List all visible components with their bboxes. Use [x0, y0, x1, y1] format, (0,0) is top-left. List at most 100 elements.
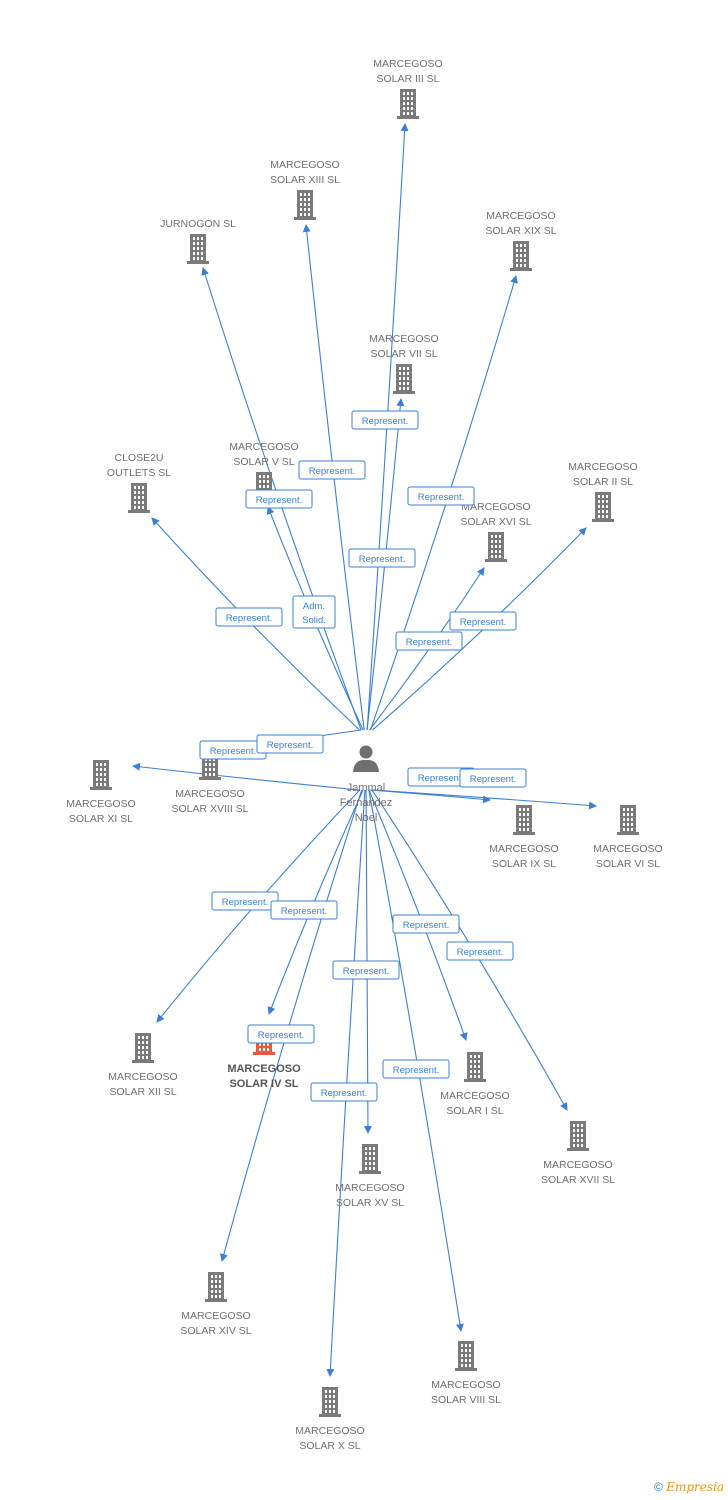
relation-label-text: Represent. — [362, 416, 408, 427]
building-icon[interactable] — [319, 1387, 341, 1417]
relation-label-text: Represent. — [470, 774, 516, 785]
company-name-line: SOLAR XVI SL — [460, 516, 531, 528]
relation-label-text: Represent. — [418, 492, 464, 503]
company-node-jurnogon[interactable]: JURNOGON SL — [160, 218, 236, 264]
company-name-line: JURNOGON SL — [160, 218, 236, 230]
relation-label-solar12[interactable]: Represent. — [211, 891, 279, 911]
company-name-line: MARCEGOSO — [335, 1182, 404, 1194]
company-name-line: MARCEGOSO — [373, 58, 442, 70]
company-name-line: MARCEGOSO — [227, 1063, 301, 1075]
company-name-line: SOLAR VII SL — [370, 348, 437, 360]
relation-label-solar7[interactable]: Represent. — [348, 548, 416, 568]
building-icon[interactable] — [592, 492, 614, 522]
relation-label-solar15[interactable]: Represent. — [332, 960, 400, 980]
relation-label-solar6[interactable]: Represent. — [459, 768, 527, 788]
building-icon[interactable] — [393, 364, 415, 394]
relation-label-solar1[interactable]: Represent. — [392, 914, 460, 934]
building-icon[interactable] — [513, 805, 535, 835]
relation-label-solar19[interactable]: Represent. — [407, 486, 475, 506]
relation-label-text: Represent. — [210, 746, 256, 757]
relation-label-solar2[interactable]: Represent. — [449, 611, 517, 631]
company-name-line: MARCEGOSO — [543, 1159, 612, 1171]
person-name-line: Fernandez — [340, 797, 393, 809]
building-icon[interactable] — [397, 89, 419, 119]
relation-label-solar5[interactable]: Adm.Solid. — [292, 595, 336, 629]
relation-label-solar8[interactable]: Represent. — [382, 1059, 450, 1079]
relation-label-solar13[interactable]: Represent. — [298, 460, 366, 480]
relation-label-solar4[interactable]: Represent. — [270, 900, 338, 920]
relation-label-text: Represent. — [309, 466, 355, 477]
company-name-line: SOLAR V SL — [233, 456, 294, 468]
company-name-line: SOLAR XIV SL — [180, 1325, 251, 1337]
relation-label-text: Represent. — [403, 920, 449, 931]
company-name-line: SOLAR II SL — [573, 476, 633, 488]
company-name-line: MARCEGOSO — [489, 843, 558, 855]
relation-label-close2u[interactable]: Represent. — [215, 607, 283, 627]
brand-logo[interactable]: Empresia — [666, 1480, 724, 1494]
relation-label-text: Represent. — [343, 966, 389, 977]
relation-label-text: Represent. — [393, 1065, 439, 1076]
relation-label-text: Solid. — [302, 615, 326, 626]
relation-label-text: Represent. — [226, 613, 272, 624]
company-node-solar8[interactable]: MARCEGOSO SOLAR VIII SL — [431, 1341, 501, 1406]
relation-label-solar16[interactable]: Represent. — [395, 631, 463, 651]
relation-label-text: Represent. — [267, 740, 313, 751]
building-icon[interactable] — [294, 190, 316, 220]
company-name-line: SOLAR XVIII SL — [171, 803, 248, 815]
company-name-line: MARCEGOSO — [431, 1379, 500, 1391]
building-icon[interactable] — [464, 1052, 486, 1082]
relation-label-solar14[interactable]: Represent. — [310, 1082, 378, 1102]
building-icon[interactable] — [128, 483, 150, 513]
building-icon[interactable] — [205, 1272, 227, 1302]
company-name-line: SOLAR IV SL — [229, 1078, 298, 1090]
company-name-line: SOLAR VI SL — [596, 858, 660, 870]
building-icon[interactable] — [510, 241, 532, 271]
relation-label-solar18[interactable]: Represent. — [256, 734, 324, 754]
building-icon[interactable] — [455, 1341, 477, 1371]
footer-brand: © Empresia — [654, 1480, 724, 1494]
relation-label-text: Represent. — [460, 617, 506, 628]
building-icon[interactable] — [132, 1033, 154, 1063]
company-name-line: SOLAR IX SL — [492, 858, 556, 870]
company-name-line: MARCEGOSO — [295, 1425, 364, 1437]
edge-labels-layer: Represent.Represent.Represent.Represent.… — [199, 410, 527, 1102]
copyright-symbol: © — [654, 1480, 663, 1494]
relation-label-text: Represent. — [222, 897, 268, 908]
relation-label-solar3[interactable]: Represent. — [351, 410, 419, 430]
building-icon[interactable] — [187, 234, 209, 264]
company-name-line: MARCEGOSO — [229, 441, 298, 453]
building-icon[interactable] — [485, 532, 507, 562]
company-node-solar9[interactable]: MARCEGOSO SOLAR IX SL — [489, 805, 559, 870]
relation-label-solar10[interactable]: Represent. — [247, 1024, 315, 1044]
relation-label-solar11[interactable]: Represent. — [199, 740, 267, 760]
relation-label-solar17[interactable]: Represent. — [446, 941, 514, 961]
building-icon[interactable] — [359, 1144, 381, 1174]
relation-label-jurnogon[interactable]: Represent. — [245, 489, 313, 509]
company-node-solar7[interactable]: MARCEGOSO SOLAR VII SL — [369, 333, 439, 394]
building-icon[interactable] — [617, 805, 639, 835]
relation-label-text: Represent. — [406, 637, 452, 648]
company-name-line: MARCEGOSO — [369, 333, 438, 345]
building-icon[interactable] — [567, 1121, 589, 1151]
company-name-line: SOLAR I SL — [446, 1105, 503, 1117]
building-icon[interactable] — [90, 760, 112, 790]
company-name-line: SOLAR VIII SL — [431, 1394, 501, 1406]
edge-solar6 — [372, 789, 597, 810]
